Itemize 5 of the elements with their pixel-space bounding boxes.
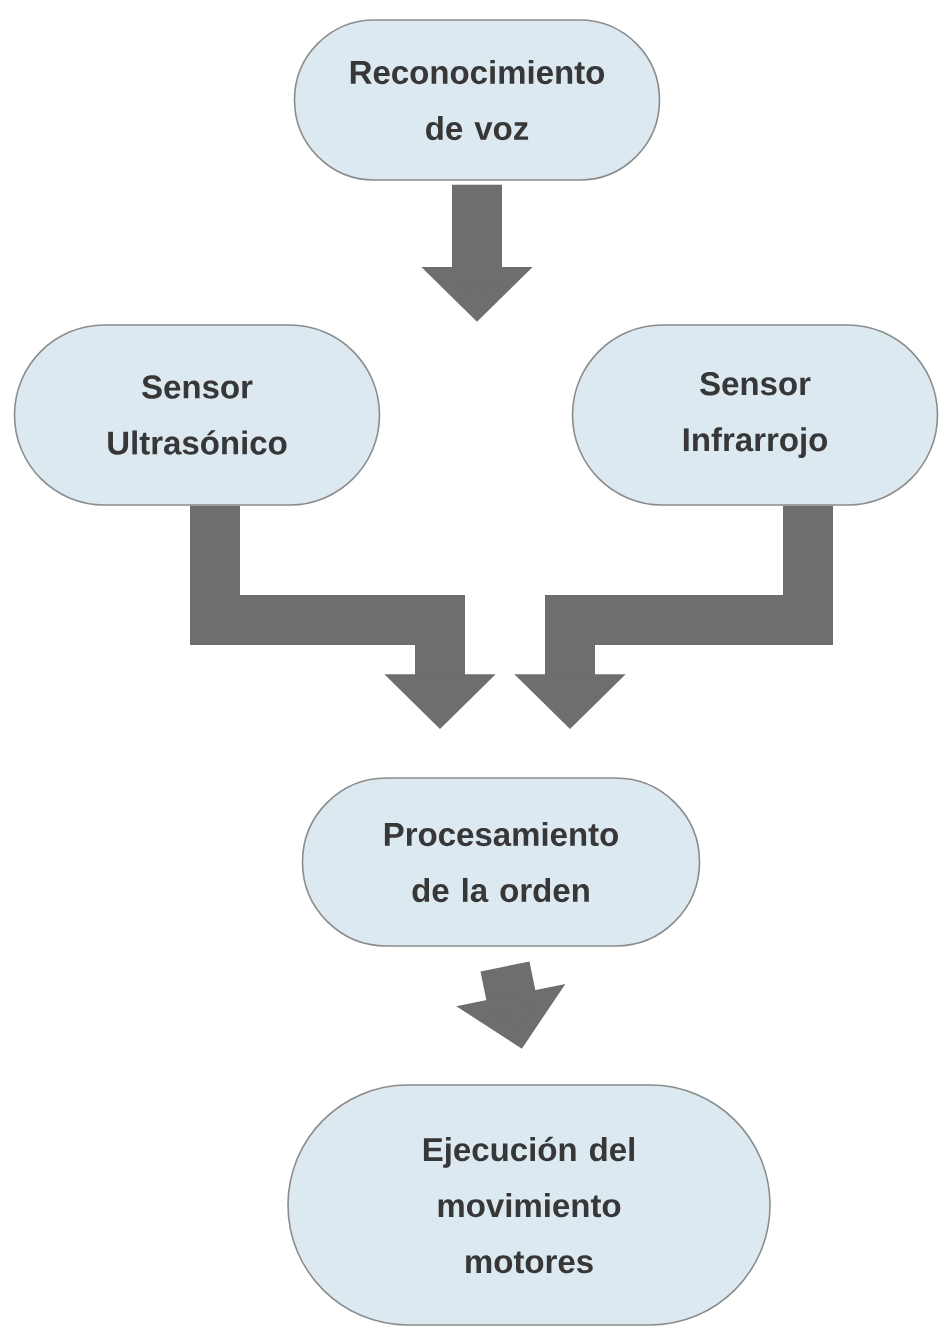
process-box: Ejecución del movimiento motores — [287, 1084, 771, 1326]
process-box: Procesamiento de la orden — [301, 777, 701, 947]
process-box: Sensor Ultrasónico — [13, 324, 381, 506]
process-box: Reconocimiento de voz — [293, 19, 661, 181]
process-box: Sensor Infrarrojo — [571, 324, 939, 506]
